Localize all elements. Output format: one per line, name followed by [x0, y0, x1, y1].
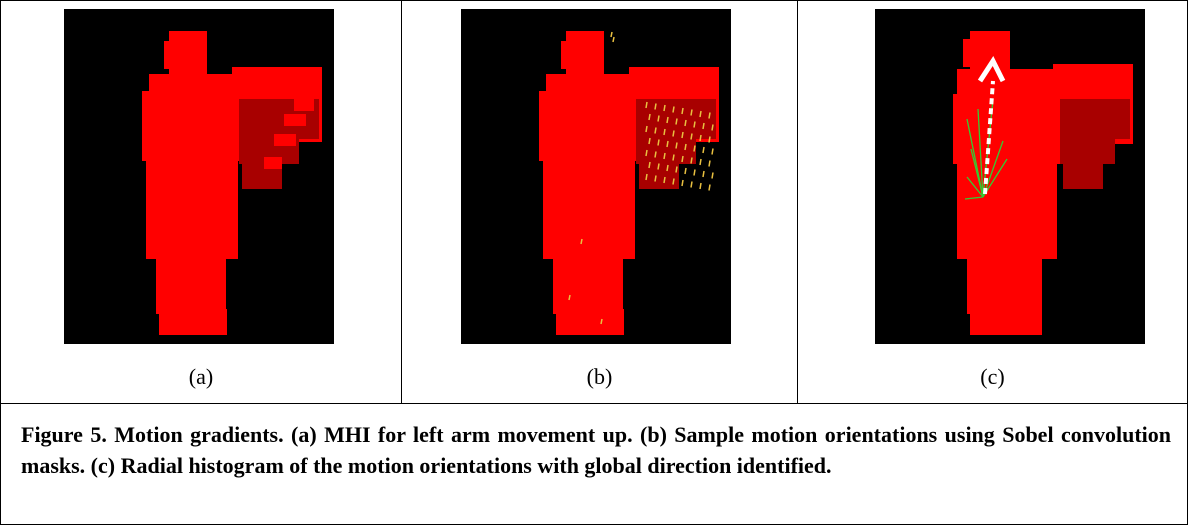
orientation-mark [675, 118, 678, 125]
orientation-mark [663, 152, 666, 160]
orientation-mark [672, 106, 675, 113]
orientation-mark [568, 294, 571, 301]
panel-label-b: (b) [586, 364, 613, 389]
orientation-mark [681, 155, 684, 163]
orientation-mark [654, 151, 657, 158]
orientation-mark [648, 161, 651, 169]
orientation-mark [711, 148, 714, 155]
orientation-mark [600, 318, 603, 325]
panel-label-c: (c) [980, 364, 1005, 389]
orientation-mark [672, 130, 675, 137]
orientation-mark [693, 169, 696, 176]
panel-label-a: (a) [188, 364, 214, 389]
radial-histogram-image [875, 9, 1145, 344]
orientation-mark [657, 163, 660, 170]
orientation-mark [675, 166, 678, 173]
orientation-mark [666, 140, 669, 148]
orientation-mark [672, 178, 675, 185]
motion-orientation-silhouette [539, 31, 719, 335]
orientation-mark [681, 131, 684, 139]
orientation-mark [711, 172, 714, 179]
orientation-mark [711, 124, 714, 131]
orientation-mark [648, 113, 651, 121]
motion-orientation-image [461, 9, 731, 344]
orientation-mark [666, 164, 669, 172]
orientation-mark [663, 128, 666, 136]
orientation-mark [612, 36, 615, 43]
orientation-mark [702, 170, 705, 178]
orientation-mark [708, 136, 711, 143]
orientation-mark [657, 115, 660, 122]
orientation-mark [699, 110, 702, 118]
panel-c: (c) [798, 1, 1187, 403]
orientation-mark [690, 109, 693, 116]
orientation-mark [645, 173, 648, 181]
orientation-mark [693, 145, 696, 152]
orientation-mark [699, 182, 702, 190]
orientation-mark [708, 112, 711, 119]
orientation-mark [672, 154, 675, 161]
orientation-mark [681, 179, 684, 187]
mhi-silhouette [142, 31, 322, 335]
orientation-mark [690, 157, 693, 164]
figure-caption: Figure 5. Motion gradients. (a) MHI for … [21, 422, 1171, 478]
orientation-mark [645, 125, 648, 133]
orientation-mark [693, 121, 696, 128]
mhi-image [64, 9, 334, 344]
orientation-mark [702, 122, 705, 130]
orientation-mark [654, 175, 657, 182]
orientation-mark [663, 104, 666, 112]
orientation-mark [699, 158, 702, 166]
orientation-mark [645, 149, 648, 157]
orientation-mark [675, 142, 678, 149]
orientation-mark [681, 107, 684, 115]
orientation-mark [690, 181, 693, 188]
orientation-marks [568, 31, 714, 325]
orientation-mark [654, 127, 657, 134]
orientation-mark [699, 134, 702, 142]
orientation-mark [648, 137, 651, 145]
orientation-mark [654, 103, 657, 110]
orientation-mark [684, 143, 687, 151]
orientation-mark [708, 184, 711, 191]
orientation-mark [663, 176, 666, 184]
global-direction-arrow [977, 55, 1006, 195]
orientation-mark [684, 167, 687, 175]
panel-b: (b) [402, 1, 798, 403]
orientation-mark [702, 146, 705, 154]
orientation-mark [657, 139, 660, 146]
orientation-mark [684, 119, 687, 127]
panel-row: (a) [1, 1, 1187, 404]
orientation-mark [610, 31, 613, 38]
orientation-mark [645, 101, 648, 109]
orientation-mark [666, 116, 669, 124]
panel-a: (a) [1, 1, 402, 403]
orientation-mark [690, 133, 693, 140]
orientation-mark [580, 238, 583, 245]
radial-histogram-silhouette [953, 31, 1133, 335]
orientation-mark [708, 160, 711, 167]
